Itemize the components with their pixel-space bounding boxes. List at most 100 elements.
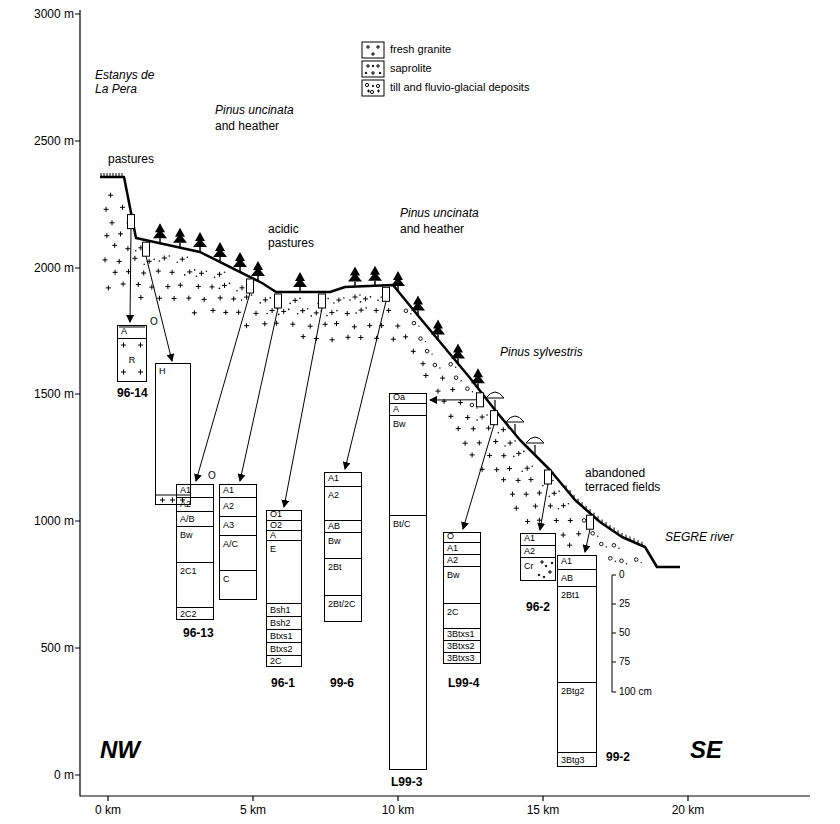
- place-label: Pinus uncinata: [400, 206, 479, 220]
- profile-id: 99-6: [330, 676, 354, 690]
- scale-label: 0: [619, 569, 625, 581]
- granite-symbol: [314, 310, 319, 315]
- granite-symbol: [170, 270, 175, 275]
- granite-symbol: [514, 506, 519, 511]
- pine-tree: [155, 223, 165, 232]
- saprolite-symbol: [531, 465, 533, 467]
- till-symbol: [454, 376, 458, 380]
- place-label: acidic pastures: [268, 222, 330, 251]
- scots-pine: [486, 392, 504, 398]
- leader-arrow: [196, 293, 250, 481]
- granite-symbol: [374, 308, 379, 313]
- leader-arrow: [284, 308, 322, 507]
- granite-symbol: [112, 243, 117, 248]
- till-symbol: [582, 519, 586, 523]
- granite-symbol: [403, 334, 408, 339]
- granite-symbol: [118, 231, 123, 236]
- saprolite-symbol: [169, 255, 171, 257]
- granite-symbol: [192, 310, 197, 315]
- granite-symbol: [510, 492, 515, 497]
- horizon-label: O: [208, 470, 216, 482]
- granite-symbol: [568, 518, 573, 523]
- saprolite-symbol: [278, 314, 280, 316]
- granite-symbol: [525, 519, 530, 524]
- granite-symbol: [448, 414, 453, 419]
- legend-swatches: [362, 42, 384, 96]
- horizon-label: A/C: [220, 535, 256, 570]
- place-label: SEGRE river: [665, 530, 734, 544]
- horizon-label: A1: [558, 555, 596, 569]
- saprolite-symbol: [523, 451, 525, 453]
- granite-symbol: [196, 284, 201, 289]
- saprolite-symbol: [370, 296, 372, 298]
- till-symbol: [439, 367, 440, 368]
- granite-symbol: [493, 439, 498, 444]
- granite-symbol: [110, 220, 115, 225]
- granite-symbol: [141, 271, 146, 276]
- horizon-label: Btxs1: [267, 629, 301, 642]
- till-symbol: [626, 563, 627, 564]
- scale-label: 25: [619, 598, 630, 610]
- horizon-label: 3Btxs2: [444, 640, 480, 652]
- granite-symbol: [516, 451, 521, 456]
- pine-tree: [350, 267, 360, 276]
- leader-arrow: [463, 425, 494, 529]
- profile-id: 96-2: [526, 600, 550, 614]
- granite-symbol: [199, 271, 204, 276]
- granite-symbol: [156, 269, 161, 274]
- profile-id: 96-1: [271, 676, 295, 690]
- granite-symbol: [211, 308, 216, 313]
- horizon-label: AB: [558, 569, 596, 586]
- pine-tree: [370, 266, 380, 275]
- saprolite-symbol: [206, 271, 208, 273]
- horizon-label: O2: [267, 520, 301, 530]
- granite-symbol: [423, 373, 428, 378]
- pine-tree: [295, 272, 305, 281]
- direction-label: SE: [690, 736, 722, 765]
- till-symbol: [591, 532, 595, 536]
- axis-label: 0 m: [54, 768, 74, 782]
- pine-tree: [473, 368, 483, 377]
- axis-label: 2500 m: [34, 134, 74, 148]
- horizon-label: AB: [325, 520, 361, 532]
- horizon-label: 2C: [444, 603, 480, 628]
- saprolite-symbol: [498, 432, 500, 434]
- granite-symbol: [501, 427, 506, 432]
- horizon-label: Bsh2: [267, 616, 301, 629]
- granite-symbol: [231, 296, 236, 301]
- saprolite-symbol: [241, 299, 243, 301]
- granite-symbol: [108, 193, 113, 198]
- granite-symbol: [103, 257, 108, 262]
- granite-symbol: [537, 491, 542, 496]
- saprolite-symbol: [327, 298, 329, 300]
- horizon-label: 3Btg3: [558, 752, 596, 767]
- granite-symbol: [281, 309, 286, 314]
- horizon-label: A1: [325, 472, 361, 486]
- granite-symbol: [501, 453, 506, 458]
- saprolite-symbol: [196, 276, 198, 278]
- granite-symbol: [487, 453, 492, 458]
- granite-symbol: [525, 466, 530, 471]
- granite-symbol: [172, 296, 177, 301]
- till-symbol: [641, 562, 642, 563]
- profile-details: [119, 327, 553, 578]
- pine-tree: [393, 271, 403, 280]
- granite-symbol: [138, 295, 143, 300]
- axis-label: 1000 m: [34, 514, 74, 528]
- leader-arrow: [345, 301, 386, 469]
- granite-symbol: [308, 324, 313, 329]
- saprolite-symbol: [260, 302, 262, 304]
- soil-profile: A1A2A3A/CC: [219, 484, 257, 600]
- soil-profile: L99-4OA1A2Bw2C3Btxs13Btxs23Btxs3: [443, 532, 481, 664]
- horizon-label: 2Bt1: [558, 586, 596, 682]
- horizon-label: 2Btg2: [558, 682, 596, 752]
- horizon-label: Bt/C: [390, 515, 426, 770]
- granite-symbol: [120, 205, 125, 210]
- saprolite-symbol: [194, 269, 196, 271]
- saprolite-symbol: [311, 315, 313, 317]
- saprolite-symbol: [229, 283, 231, 285]
- axis-label: 20 km: [672, 803, 705, 817]
- granite-symbol: [336, 298, 341, 303]
- granite-symbol: [210, 284, 215, 289]
